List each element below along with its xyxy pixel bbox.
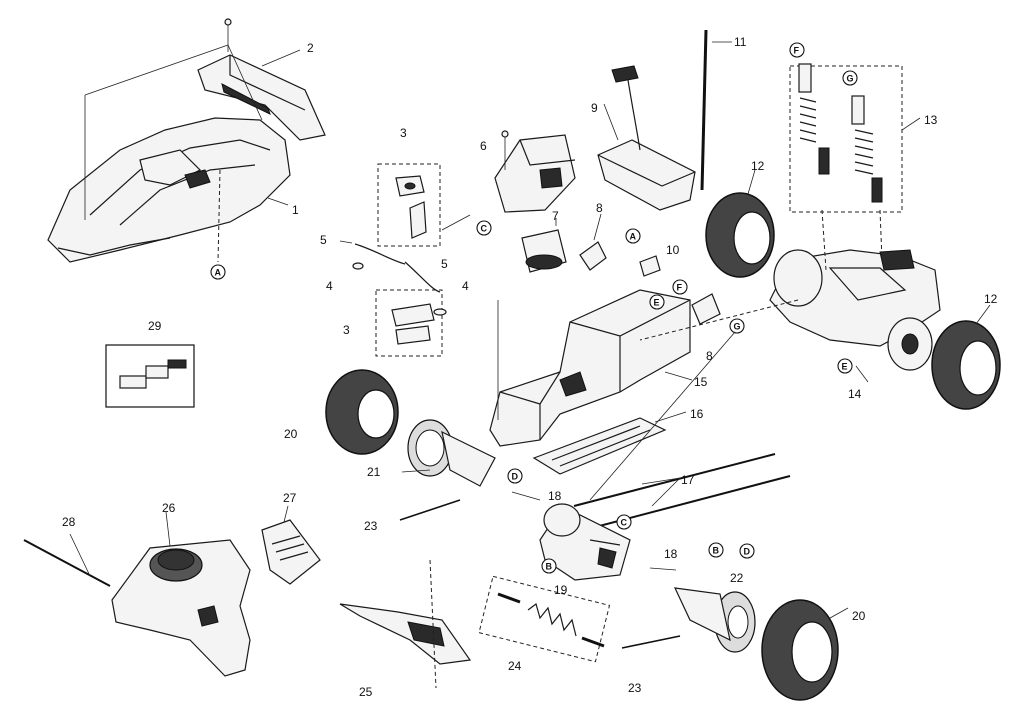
skid-plate (339, 559, 472, 689)
axle-right (621, 635, 681, 649)
antenna (700, 29, 732, 191)
steering-bracket-upper (377, 163, 471, 247)
callout-24: 24 (508, 659, 522, 673)
front-suspension (769, 209, 941, 383)
callout-4-right: 4 (462, 279, 469, 293)
marker-D-chassis: D (512, 472, 519, 482)
clip-upper (579, 213, 607, 271)
callout-10: 10 (666, 243, 680, 257)
callout-5-right: 5 (441, 257, 448, 271)
servo-mount (494, 130, 576, 213)
marker-C-upper: C (481, 224, 488, 234)
letter-markers: A A C C F F G G E E D D B B (210, 42, 858, 574)
callout-25: 25 (359, 685, 373, 699)
callout-3-upper: 3 (400, 126, 407, 140)
callout-16: 16 (690, 407, 704, 421)
callout-27: 27 (283, 491, 297, 505)
small-bracket (639, 255, 661, 277)
callout-7: 7 (552, 209, 559, 223)
shock-absorbers (789, 63, 921, 213)
callout-5-left: 5 (320, 233, 327, 247)
callout-19: 19 (554, 583, 568, 597)
callout-26: 26 (162, 501, 176, 515)
body-shell (47, 117, 291, 263)
marker-G-shock: G (847, 74, 854, 84)
linkage-rods (339, 240, 447, 316)
gearbox (511, 491, 677, 581)
marker-A-right: A (630, 232, 637, 242)
motor (521, 218, 567, 273)
callout-23-right: 23 (628, 681, 642, 695)
callout-11: 11 (734, 35, 747, 49)
marker-A-left: A (215, 268, 222, 278)
marker-C-lower: C (621, 518, 628, 528)
callout-8-upper: 8 (596, 201, 603, 215)
callout-29: 29 (148, 319, 162, 333)
bottom-plate (532, 411, 687, 475)
rear-hub-left (401, 419, 496, 487)
axle-left (399, 499, 461, 521)
marker-E-chassis: E (654, 298, 660, 308)
spring-assembly (478, 575, 611, 663)
callout-3-lower: 3 (343, 323, 350, 337)
callout-23-left: 23 (364, 519, 378, 533)
callout-15: 15 (694, 375, 708, 389)
callout-2: 2 (307, 41, 314, 55)
callout-18-upper: 18 (548, 489, 562, 503)
tire-front-upper (705, 169, 775, 278)
marker-B-hub: B (713, 546, 720, 556)
callout-9: 9 (591, 101, 598, 115)
callout-21: 21 (367, 465, 381, 479)
marker-F-shock: F (794, 46, 800, 56)
rear-wing (197, 18, 326, 141)
callout-4-left: 4 (326, 279, 333, 293)
callout-8-lower: 8 (706, 349, 713, 363)
callout-28: 28 (62, 515, 76, 529)
callout-12-right: 12 (984, 292, 998, 306)
callout-labels: 2 1 3 5 5 4 4 3 29 6 7 8 9 11 10 12 13 1… (62, 35, 998, 699)
marker-B-gearbox: B (546, 562, 553, 572)
tire-front-right (931, 304, 1001, 410)
marker-E-suspension: E (842, 362, 848, 372)
tire-rear-left (325, 369, 399, 455)
connector-inset (105, 344, 195, 408)
marker-D-hub: D (744, 547, 751, 557)
marker-G-chassis: G (734, 322, 741, 332)
drive-rods (573, 453, 791, 531)
clip-lower (691, 293, 721, 325)
callout-18-lower: 18 (664, 547, 678, 561)
callout-13: 13 (924, 113, 938, 127)
callout-20-left: 20 (284, 427, 298, 441)
callout-20-right: 20 (852, 609, 866, 623)
callout-17: 17 (681, 473, 695, 487)
marker-F-chassis: F (677, 283, 683, 293)
rear-hub-right (673, 587, 756, 653)
main-chassis (489, 289, 693, 447)
battery-cover (261, 505, 321, 585)
callout-14: 14 (848, 387, 862, 401)
callout-12-upper: 12 (751, 159, 765, 173)
transmitter (111, 511, 251, 677)
receiver-box (597, 65, 696, 211)
callout-22: 22 (730, 571, 744, 585)
callout-1: 1 (292, 203, 299, 217)
callout-6: 6 (480, 139, 487, 153)
transmitter-antenna (23, 533, 111, 587)
tire-rear-right (761, 599, 849, 701)
steering-bracket-lower (375, 289, 443, 357)
